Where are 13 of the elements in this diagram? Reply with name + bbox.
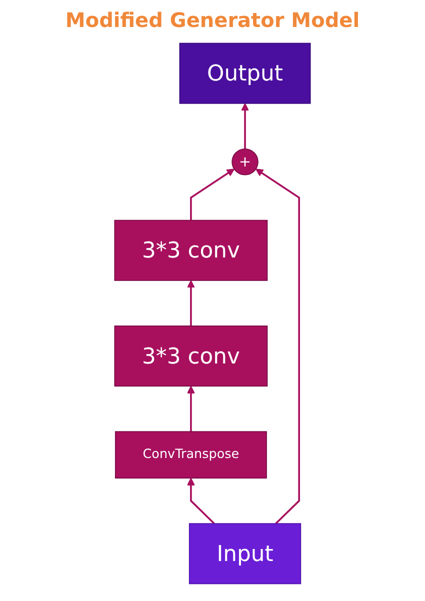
- arrow: [186, 386, 195, 432]
- diagram-title: Modified Generator Model: [64, 8, 361, 32]
- node-circle: +: [232, 148, 258, 176]
- node-box: Output: [179, 42, 311, 104]
- arrow: [190, 168, 235, 220]
- arrow: [186, 280, 195, 326]
- arrow: [255, 168, 300, 524]
- arrow: [241, 103, 250, 149]
- node-box: 3*3 conv: [114, 220, 268, 281]
- node-box: 3*3 conv: [114, 326, 268, 387]
- node-box: ConvTranspose: [114, 431, 267, 479]
- arrow: [186, 478, 215, 524]
- node-box: Input: [188, 523, 302, 584]
